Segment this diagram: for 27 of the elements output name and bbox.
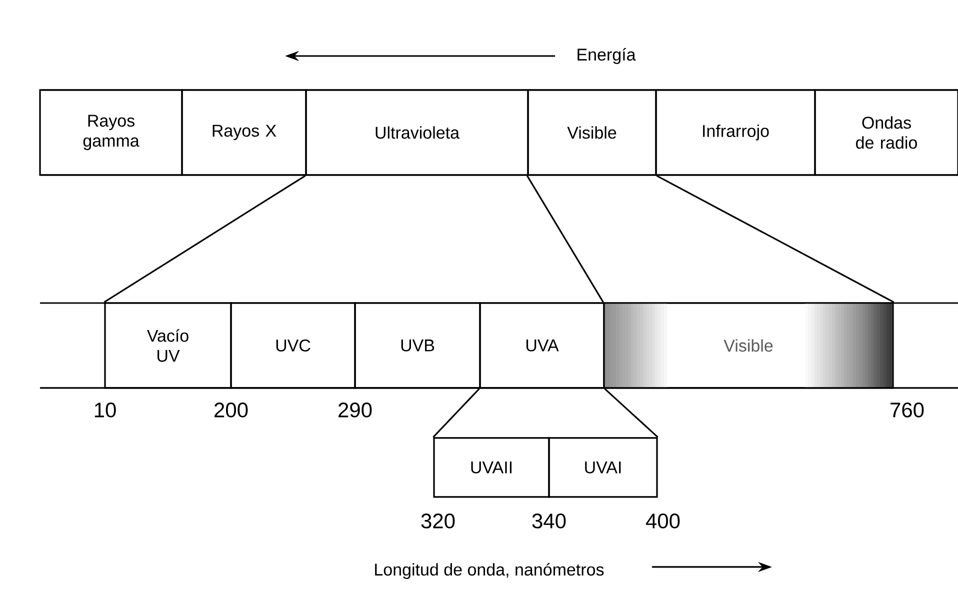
band-cell: UVAI (548, 437, 658, 498)
axis-label: Longitud de onda, nanómetros (375, 562, 604, 579)
band-cell: UVA (479, 302, 605, 389)
band-cell: Visible (527, 89, 657, 176)
tick-label: 200 (214, 402, 248, 418)
expansion-line (432, 388, 480, 438)
tick-label: 10 (94, 402, 116, 418)
gradient-band-cell: Visible (603, 302, 894, 389)
band-cell: Rayos gamma (39, 89, 183, 176)
band-cell: UVAII (433, 437, 550, 498)
band-cell: UVC (230, 302, 356, 389)
band-cell: Infrarrojo (655, 89, 816, 176)
band-cell: Ondas de radio (814, 89, 958, 176)
tick-label: 340 (532, 514, 566, 528)
axis-label: Energía (578, 48, 636, 64)
expansion-line (526, 175, 604, 303)
band-cell: UVB (354, 302, 481, 389)
band-cell: Ultravioleta (305, 89, 529, 176)
tick-label: 290 (338, 402, 372, 418)
band-cell: Rayos X (181, 89, 307, 176)
tick-label: 320 (421, 514, 455, 528)
tick-label: 400 (646, 514, 680, 528)
expansion-line (104, 175, 306, 303)
tick-label: 760 (890, 402, 924, 418)
band-cell: Vacío UV (104, 302, 232, 389)
expansion-line (604, 388, 658, 438)
expansion-line (656, 175, 894, 303)
